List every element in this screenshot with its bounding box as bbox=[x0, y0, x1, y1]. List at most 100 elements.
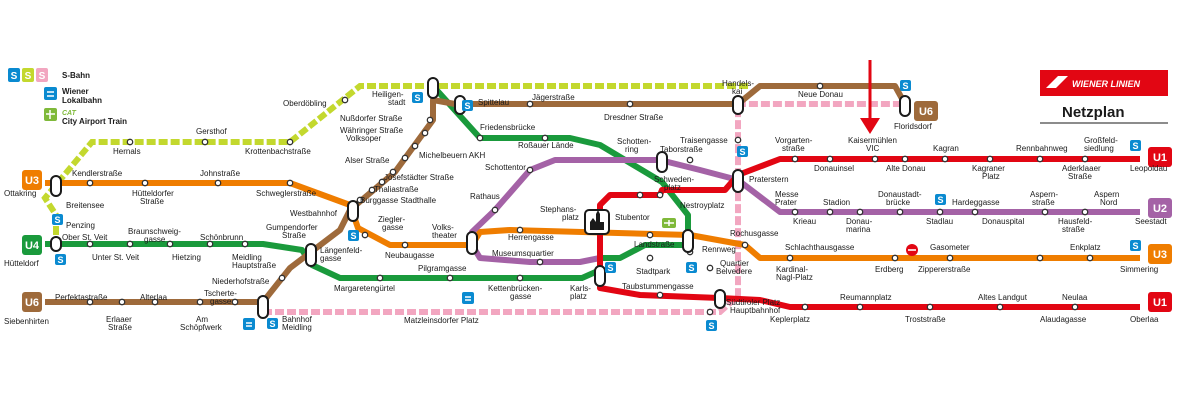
svg-text:Friedensbrücke: Friedensbrücke bbox=[480, 123, 536, 132]
svg-text:Rennweg: Rennweg bbox=[702, 245, 736, 254]
svg-text:Zippererstraße: Zippererstraße bbox=[918, 265, 971, 274]
svg-text:Schöpfwerk: Schöpfwerk bbox=[180, 323, 223, 332]
svg-text:Platz: Platz bbox=[982, 172, 1000, 181]
svg-text:Ziegler-: Ziegler- bbox=[378, 215, 405, 224]
svg-text:Nagl-Platz: Nagl-Platz bbox=[776, 273, 813, 282]
svg-text:Stadtpark: Stadtpark bbox=[636, 267, 671, 276]
svg-text:S: S bbox=[57, 255, 63, 265]
svg-text:marina: marina bbox=[846, 225, 871, 234]
svg-text:S: S bbox=[1132, 141, 1138, 151]
svg-text:Westbahnhof: Westbahnhof bbox=[290, 209, 338, 218]
svg-text:Michelbeuern AKH: Michelbeuern AKH bbox=[419, 151, 485, 160]
svg-text:platz: platz bbox=[664, 183, 681, 192]
svg-text:brücke: brücke bbox=[886, 198, 911, 207]
svg-text:Kettenbrücken-: Kettenbrücken- bbox=[488, 284, 543, 293]
svg-text:Straße: Straße bbox=[1068, 172, 1093, 181]
svg-text:Rennbahnweg: Rennbahnweg bbox=[1016, 144, 1068, 153]
svg-text:Thaliastraße: Thaliastraße bbox=[374, 185, 419, 194]
interchange-markers bbox=[50, 77, 911, 319]
svg-text:Enkplatz: Enkplatz bbox=[1070, 243, 1101, 252]
svg-text:Kendlerstraße: Kendlerstraße bbox=[72, 169, 123, 178]
svg-text:Stadion: Stadion bbox=[823, 198, 850, 207]
svg-text:Breitensee: Breitensee bbox=[66, 201, 105, 210]
svg-text:Nord: Nord bbox=[1100, 198, 1117, 207]
svg-text:Neulaa: Neulaa bbox=[1062, 293, 1088, 302]
svg-text:S: S bbox=[25, 71, 32, 82]
svg-text:CAT: CAT bbox=[62, 110, 77, 117]
svg-text:Keplerplatz: Keplerplatz bbox=[770, 315, 810, 324]
svg-text:Josefstädter Straße: Josefstädter Straße bbox=[384, 173, 454, 182]
svg-text:Krottenbachstraße: Krottenbachstraße bbox=[245, 147, 311, 156]
svg-text:Schlachthausgasse: Schlachthausgasse bbox=[785, 243, 855, 252]
svg-text:Hernals: Hernals bbox=[113, 147, 141, 156]
svg-text:Währinger Straße: Währinger Straße bbox=[340, 126, 404, 135]
svg-text:Gersthof: Gersthof bbox=[196, 127, 227, 136]
lokalbahn-icons bbox=[243, 292, 474, 330]
svg-text:Bahnhof: Bahnhof bbox=[282, 315, 313, 324]
svg-text:Straße: Straße bbox=[140, 197, 165, 206]
svg-text:U6: U6 bbox=[919, 106, 933, 118]
svg-text:Schweden-: Schweden- bbox=[654, 175, 694, 184]
svg-text:Stubentor: Stubentor bbox=[615, 213, 650, 222]
svg-text:U6: U6 bbox=[25, 297, 39, 309]
svg-text:Tscherte-: Tscherte- bbox=[204, 289, 237, 298]
svg-text:Taborstraße: Taborstraße bbox=[660, 145, 703, 154]
legend: S S S S-Bahn Wiener Lokalbahn CAT City A… bbox=[8, 68, 127, 126]
svg-text:Alte Donau: Alte Donau bbox=[886, 164, 926, 173]
svg-text:Schweglerstraße: Schweglerstraße bbox=[256, 189, 317, 198]
svg-text:U1: U1 bbox=[1153, 297, 1167, 309]
svg-text:Ottakring: Ottakring bbox=[4, 189, 36, 198]
svg-text:Handels-: Handels- bbox=[722, 79, 754, 88]
svg-text:Quartier: Quartier bbox=[720, 259, 749, 268]
svg-text:Jägerstraße: Jägerstraße bbox=[532, 93, 575, 102]
legend-lokalbahn-icon bbox=[44, 87, 57, 100]
svg-text:Schotten-: Schotten- bbox=[617, 137, 652, 146]
svg-text:Hietzing: Hietzing bbox=[172, 253, 201, 262]
svg-text:S: S bbox=[414, 93, 420, 103]
svg-text:Erdberg: Erdberg bbox=[875, 265, 903, 274]
svg-text:Oberdöbling: Oberdöbling bbox=[283, 99, 327, 108]
svg-text:Landstraße: Landstraße bbox=[634, 240, 675, 249]
svg-text:Traisengasse: Traisengasse bbox=[680, 136, 728, 145]
brand-name: WIENER LINIEN bbox=[1072, 79, 1141, 89]
svg-text:Johnstraße: Johnstraße bbox=[200, 169, 241, 178]
svg-text:theater: theater bbox=[432, 231, 457, 240]
svg-text:Praterstern: Praterstern bbox=[749, 175, 789, 184]
legend-airport-icon bbox=[44, 108, 57, 121]
svg-text:Stephans-: Stephans- bbox=[540, 205, 577, 214]
svg-text:Roßauer Lände: Roßauer Lände bbox=[518, 141, 574, 150]
svg-text:City Airport Train: City Airport Train bbox=[62, 117, 127, 126]
svg-text:Meidling: Meidling bbox=[232, 253, 262, 262]
svg-text:gasse: gasse bbox=[382, 223, 404, 232]
brand-block: WIENER LINIEN Netzplan bbox=[1040, 70, 1168, 124]
legend-sbahn: S-Bahn bbox=[62, 71, 90, 80]
svg-text:Nestroyplatz: Nestroyplatz bbox=[680, 201, 724, 210]
erdberg-bus-icon bbox=[906, 244, 918, 256]
svg-text:Straße: Straße bbox=[282, 231, 307, 240]
svg-text:gasse: gasse bbox=[210, 297, 232, 306]
station-labels: Ottakring Hütteldorf Siebenhirten Kendle… bbox=[4, 79, 1167, 332]
svg-text:VIC: VIC bbox=[866, 144, 880, 153]
svg-text:Hütteldorf: Hütteldorf bbox=[4, 259, 39, 268]
svg-text:Messe: Messe bbox=[775, 190, 799, 199]
svg-text:Erlaaer: Erlaaer bbox=[106, 315, 132, 324]
svg-text:Heiligen-: Heiligen- bbox=[372, 90, 404, 99]
svg-text:Burggasse Stadthalle: Burggasse Stadthalle bbox=[360, 196, 437, 205]
svg-text:Hauptstraße: Hauptstraße bbox=[232, 261, 277, 270]
svg-text:Hütteldorfer: Hütteldorfer bbox=[132, 189, 174, 198]
svg-text:Krieau: Krieau bbox=[793, 217, 816, 226]
svg-text:Belvedere: Belvedere bbox=[716, 267, 753, 276]
svg-text:Alser Straße: Alser Straße bbox=[345, 156, 390, 165]
svg-text:Am: Am bbox=[196, 315, 208, 324]
svg-text:Ober St. Veit: Ober St. Veit bbox=[62, 233, 108, 242]
svg-text:S: S bbox=[350, 231, 356, 241]
svg-text:platz: platz bbox=[562, 213, 579, 222]
svg-text:stadt: stadt bbox=[388, 98, 406, 107]
svg-text:S: S bbox=[902, 81, 908, 91]
svg-text:Margaretengürtel: Margaretengürtel bbox=[334, 284, 395, 293]
svg-text:S: S bbox=[708, 321, 714, 331]
svg-text:Matzleinsdorfer Platz: Matzleinsdorfer Platz bbox=[404, 316, 479, 325]
svg-text:Volks-: Volks- bbox=[432, 223, 454, 232]
svg-text:Schönbrunn: Schönbrunn bbox=[200, 233, 243, 242]
